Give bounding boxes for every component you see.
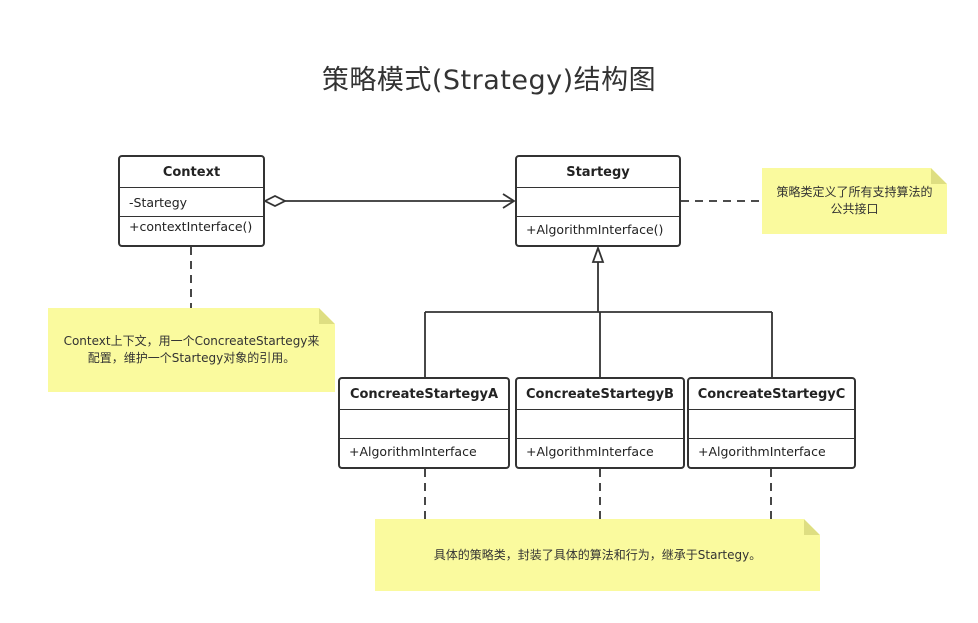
class-operation: +contextInterface() (129, 219, 253, 234)
note-text: 具体的策略类，封装了具体的算法和行为，继承于Startegy。 (433, 547, 762, 562)
diagram-title: 策略模式(Strategy)结构图 (321, 65, 657, 96)
class-attribute (517, 410, 683, 439)
class-attribute (517, 188, 679, 217)
class-attribute: -Startegy (120, 188, 263, 217)
class-operation: +AlgorithmInterface() (526, 222, 664, 237)
note-text: 策略类定义了所有支持算法的公共接口 (776, 185, 933, 216)
class-name: ConcreateStartegyC (689, 379, 854, 410)
class-concrete-strategy-c[interactable]: ConcreateStartegyC +AlgorithmInterface (687, 377, 856, 469)
class-name: ConcreateStartegyA (340, 379, 508, 410)
arrow-head-icon (502, 193, 516, 209)
class-name: Context (120, 157, 263, 188)
class-concrete-strategy-a[interactable]: ConcreateStartegyA +AlgorithmInterface (338, 377, 510, 469)
class-operation: +AlgorithmInterface (526, 444, 654, 459)
aggregation-connector (262, 193, 516, 209)
class-operation: +AlgorithmInterface (698, 444, 826, 459)
aggregation-diamond-icon (262, 194, 288, 208)
note-concrete[interactable]: 具体的策略类，封装了具体的算法和行为，继承于Startegy。 (375, 519, 820, 591)
class-context[interactable]: Context -Startegy +contextInterface() (118, 155, 265, 247)
note-anchor-lines (190, 200, 772, 519)
note-text: Context上下文，用一个ConcreateStartegy来配置，维护一个S… (63, 334, 320, 365)
class-attribute (340, 410, 508, 439)
generalization-connector (424, 245, 773, 377)
note-context[interactable]: Context上下文，用一个ConcreateStartegy来配置，维护一个S… (48, 308, 335, 392)
class-name: ConcreateStartegyB (517, 379, 683, 410)
class-strategy[interactable]: Startegy +AlgorithmInterface() (515, 155, 681, 247)
inheritance-triangle-icon (591, 245, 605, 263)
class-operation: +AlgorithmInterface (349, 444, 477, 459)
class-concrete-strategy-b[interactable]: ConcreateStartegyB +AlgorithmInterface (515, 377, 685, 469)
class-attribute (689, 410, 854, 439)
class-name: Startegy (517, 157, 679, 188)
note-strategy[interactable]: 策略类定义了所有支持算法的公共接口 (762, 168, 947, 234)
